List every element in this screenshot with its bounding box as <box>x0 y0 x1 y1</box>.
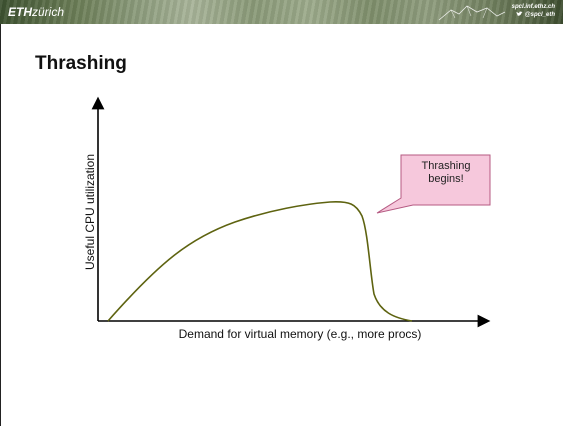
slide-left-border <box>0 24 1 426</box>
x-axis-label: Demand for virtual memory (e.g., more pr… <box>179 327 422 341</box>
y-axis-label: Useful CPU utilization <box>83 154 97 270</box>
logo-eth: ETH <box>8 5 32 19</box>
thrashing-callout <box>376 154 491 214</box>
eth-zurich-logo: ETHzürich <box>8 4 64 20</box>
network-sketch-icon <box>438 5 506 21</box>
logo-zurich: zürich <box>32 5 65 19</box>
contact-url: spcl.inf.ethz.ch <box>511 4 555 10</box>
contact-twitter-line: @spcl_eth <box>512 11 555 19</box>
contact-info: spcl.inf.ethz.ch @spcl_eth <box>512 3 555 19</box>
contact-twitter: @spcl_eth <box>524 12 555 18</box>
utilization-curve <box>107 201 413 322</box>
slide-title: Thrashing <box>35 53 127 74</box>
header-banner: ETHzürich spcl.inf.ethz.ch @spcl_eth <box>0 0 563 24</box>
twitter-bird-icon <box>516 11 523 17</box>
